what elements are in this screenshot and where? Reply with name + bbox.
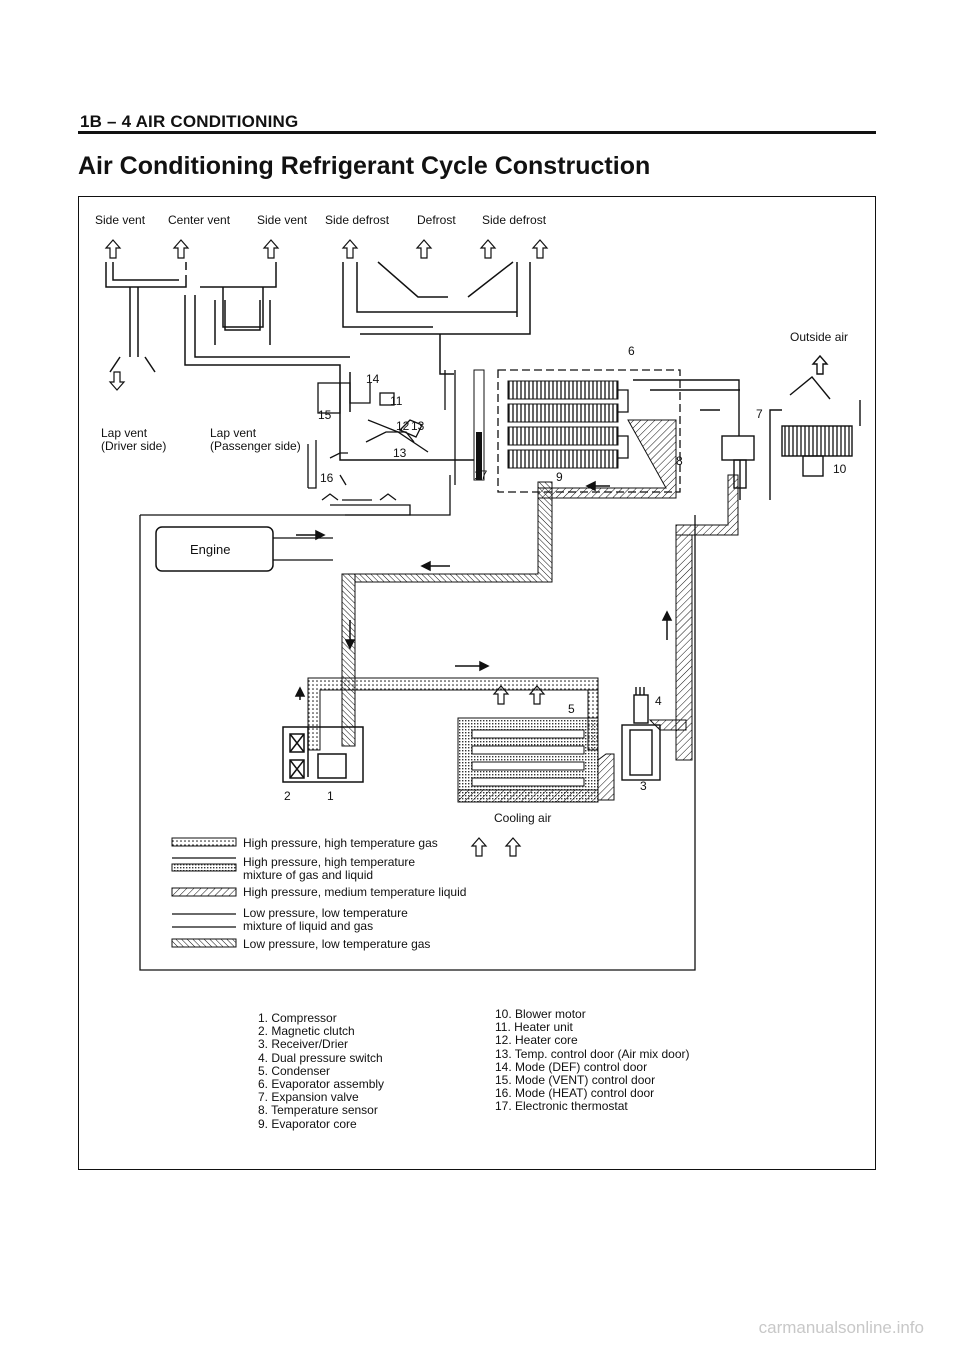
part-14: 14. Mode (DEF) control door xyxy=(495,1059,648,1074)
flow-arrows xyxy=(294,480,673,700)
header-rule xyxy=(78,131,876,134)
part-9: 9. Evaporator core xyxy=(258,1116,357,1131)
callout-12: 12 xyxy=(396,419,410,433)
callout-16: 16 xyxy=(320,471,334,485)
vent-label-side-defrost-right: Side defrost xyxy=(482,213,547,227)
legend-text-5: Low pressure, low temperature gas xyxy=(243,937,431,951)
callout-10: 10 xyxy=(833,462,847,476)
legend-swatch-2 xyxy=(171,863,237,872)
callout-15: 15 xyxy=(318,408,332,422)
vent-labels: Side vent Center vent Side vent Side def… xyxy=(95,213,547,227)
callout-6: 6 xyxy=(628,344,635,358)
ductwork xyxy=(105,261,531,461)
blower-motor xyxy=(769,354,861,500)
legend-swatch-3 xyxy=(171,887,237,897)
callout-17: 17 xyxy=(474,468,488,482)
cooling-air-label: Cooling air xyxy=(494,811,551,825)
expansion-valve xyxy=(633,379,755,500)
part-15: 15. Mode (VENT) control door xyxy=(495,1073,656,1088)
part-5: 5. Condenser xyxy=(258,1063,331,1078)
callout-4: 4 xyxy=(655,694,662,708)
part-7: 7. Expansion valve xyxy=(258,1090,359,1105)
vent-label-side-defrost-left: Side defrost xyxy=(325,213,390,227)
part-4: 4. Dual pressure switch xyxy=(258,1050,383,1065)
compressor xyxy=(282,726,364,783)
part-2: 2. Magnetic clutch xyxy=(258,1024,355,1039)
callout-13a: 13 xyxy=(411,419,425,433)
callouts: 1 2 3 4 5 6 7 8 9 10 11 12 13 13 14 15 1… xyxy=(284,344,847,803)
part-12: 12. Heater core xyxy=(495,1033,578,1048)
callout-14: 14 xyxy=(366,372,380,386)
legend-text-2a: High pressure, high temperature xyxy=(243,855,416,869)
vent-label-side-right: Side vent xyxy=(257,213,308,227)
lap-vent-driver-1: Lap vent xyxy=(101,426,148,440)
part-3: 3. Receiver/Drier xyxy=(258,1037,349,1052)
heater-unit xyxy=(307,382,429,516)
callout-5: 5 xyxy=(568,702,575,716)
callout-8: 8 xyxy=(676,454,683,468)
legend-item-1: High pressure, high temperature gas xyxy=(243,837,438,850)
legend-text-1: High pressure, high temperature gas xyxy=(243,836,438,850)
part-13: 13. Temp. control door (Air mix door) xyxy=(495,1046,690,1061)
legend-swatches xyxy=(171,837,237,948)
legend-item-3: High pressure, medium temperature liquid xyxy=(243,886,466,899)
receiver-drier xyxy=(621,687,661,781)
part-6: 6. Evaporator assembly xyxy=(258,1077,385,1092)
legend-text-3: High pressure, medium temperature liquid xyxy=(243,885,467,899)
callout-9: 9 xyxy=(556,470,563,484)
callout-13b: 13 xyxy=(393,446,407,460)
evaporator-assembly xyxy=(444,369,681,493)
lap-vent-passenger-1: Lap vent xyxy=(210,426,257,440)
callout-7: 7 xyxy=(756,407,763,421)
legend-text-2b: mixture of gas and liquid xyxy=(243,868,374,882)
watermark: carmanualsonline.info xyxy=(758,1318,924,1337)
outside-air-label: Outside air xyxy=(790,330,848,344)
callout-3: 3 xyxy=(640,779,647,793)
callout-11: 11 xyxy=(390,394,403,408)
legend-text-4b: mixture of liquid and gas xyxy=(243,919,374,933)
part-16: 16. Mode (HEAT) control door xyxy=(495,1086,655,1101)
vent-label-center: Center vent xyxy=(168,213,231,227)
part-10: 10. Blower motor xyxy=(495,1007,586,1021)
legend-item-4: Low pressure, low temperature mixture of… xyxy=(243,907,408,933)
part-1: 1. Compressor xyxy=(258,1011,337,1025)
part-17: 17. Electronic thermostat xyxy=(495,1099,628,1114)
diagram-frame xyxy=(78,196,876,1170)
legend-text-4a: Low pressure, low temperature xyxy=(243,906,408,920)
engine: Engine xyxy=(139,475,451,940)
callout-2: 2 xyxy=(284,789,291,803)
cooling-air-arrows xyxy=(470,685,546,857)
callout-1: 1 xyxy=(327,789,334,803)
parts-list-right: 10. Blower motor 11. Heater unit 12. Hea… xyxy=(495,1007,690,1114)
engine-label: Engine xyxy=(190,542,230,557)
section-header: 1B – 4 AIR CONDITIONING xyxy=(80,112,299,131)
lap-vent-arrow-icon xyxy=(108,371,126,391)
legend-item-2: High pressure, high temperature mixture … xyxy=(243,856,415,882)
outlet-arrows xyxy=(104,239,549,259)
refrigerant-piping xyxy=(307,419,739,803)
lap-vent-labels: Lap vent (Driver side) Lap vent (Passeng… xyxy=(101,371,301,453)
diagram-inner-frame xyxy=(139,515,696,971)
page-title: Air Conditioning Refrigerant Cycle Const… xyxy=(78,152,651,180)
legend-swatch-5 xyxy=(171,938,237,948)
parts-list-left: 1. Compressor 2. Magnetic clutch 3. Rece… xyxy=(258,1011,385,1131)
vent-label-defrost: Defrost xyxy=(417,213,456,227)
lap-vent-passenger-2: (Passenger side) xyxy=(210,439,301,453)
lap-vent-driver-2: (Driver side) xyxy=(101,439,166,453)
part-8: 8. Temperature sensor xyxy=(258,1103,378,1118)
part-11: 11. Heater unit xyxy=(495,1020,573,1035)
legend-swatch-1 xyxy=(171,837,237,847)
legend-item-5: Low pressure, low temperature gas xyxy=(243,938,430,951)
vent-label-side-left: Side vent xyxy=(95,213,146,227)
